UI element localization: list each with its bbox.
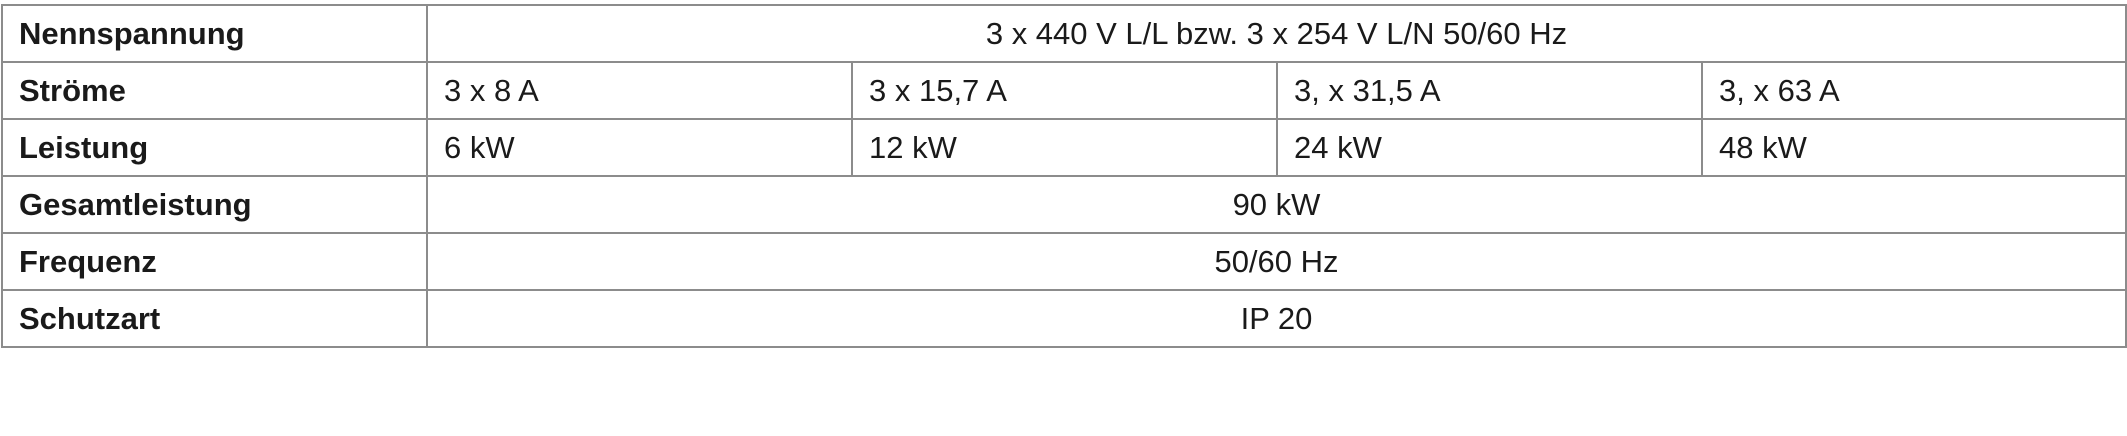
table-row-frequenz: Frequenz 50/60 Hz xyxy=(1,232,2127,291)
row-label: Schutzart xyxy=(1,289,428,348)
table-row-leistung: Leistung 6 kW 12 kW 24 kW 48 kW xyxy=(1,118,2127,177)
row-value: 24 kW xyxy=(1276,118,1703,177)
row-value: 12 kW xyxy=(851,118,1278,177)
row-label: Ströme xyxy=(1,61,428,120)
row-label: Frequenz xyxy=(1,232,428,291)
row-value: IP 20 xyxy=(426,289,2127,348)
row-value: 48 kW xyxy=(1701,118,2127,177)
row-value: 90 kW xyxy=(426,175,2127,234)
row-value: 3, x 63 A xyxy=(1701,61,2127,120)
spec-table: Nennspannung 3 x 440 V L/L bzw. 3 x 254 … xyxy=(1,4,2127,348)
table-row-stroeme: Ströme 3 x 8 A 3 x 15,7 A 3, x 31,5 A 3,… xyxy=(1,61,2127,120)
row-label: Leistung xyxy=(1,118,428,177)
table-row-gesamtleistung: Gesamtleistung 90 kW xyxy=(1,175,2127,234)
row-value: 6 kW xyxy=(426,118,853,177)
row-label: Nennspannung xyxy=(1,4,428,63)
table-row-schutzart: Schutzart IP 20 xyxy=(1,289,2127,348)
row-value: 3 x 15,7 A xyxy=(851,61,1278,120)
row-value: 50/60 Hz xyxy=(426,232,2127,291)
row-value: 3, x 31,5 A xyxy=(1276,61,1703,120)
row-label: Gesamtleistung xyxy=(1,175,428,234)
row-value: 3 x 8 A xyxy=(426,61,853,120)
table-row-nennspannung: Nennspannung 3 x 440 V L/L bzw. 3 x 254 … xyxy=(1,4,2127,63)
row-value: 3 x 440 V L/L bzw. 3 x 254 V L/N 50/60 H… xyxy=(426,4,2127,63)
